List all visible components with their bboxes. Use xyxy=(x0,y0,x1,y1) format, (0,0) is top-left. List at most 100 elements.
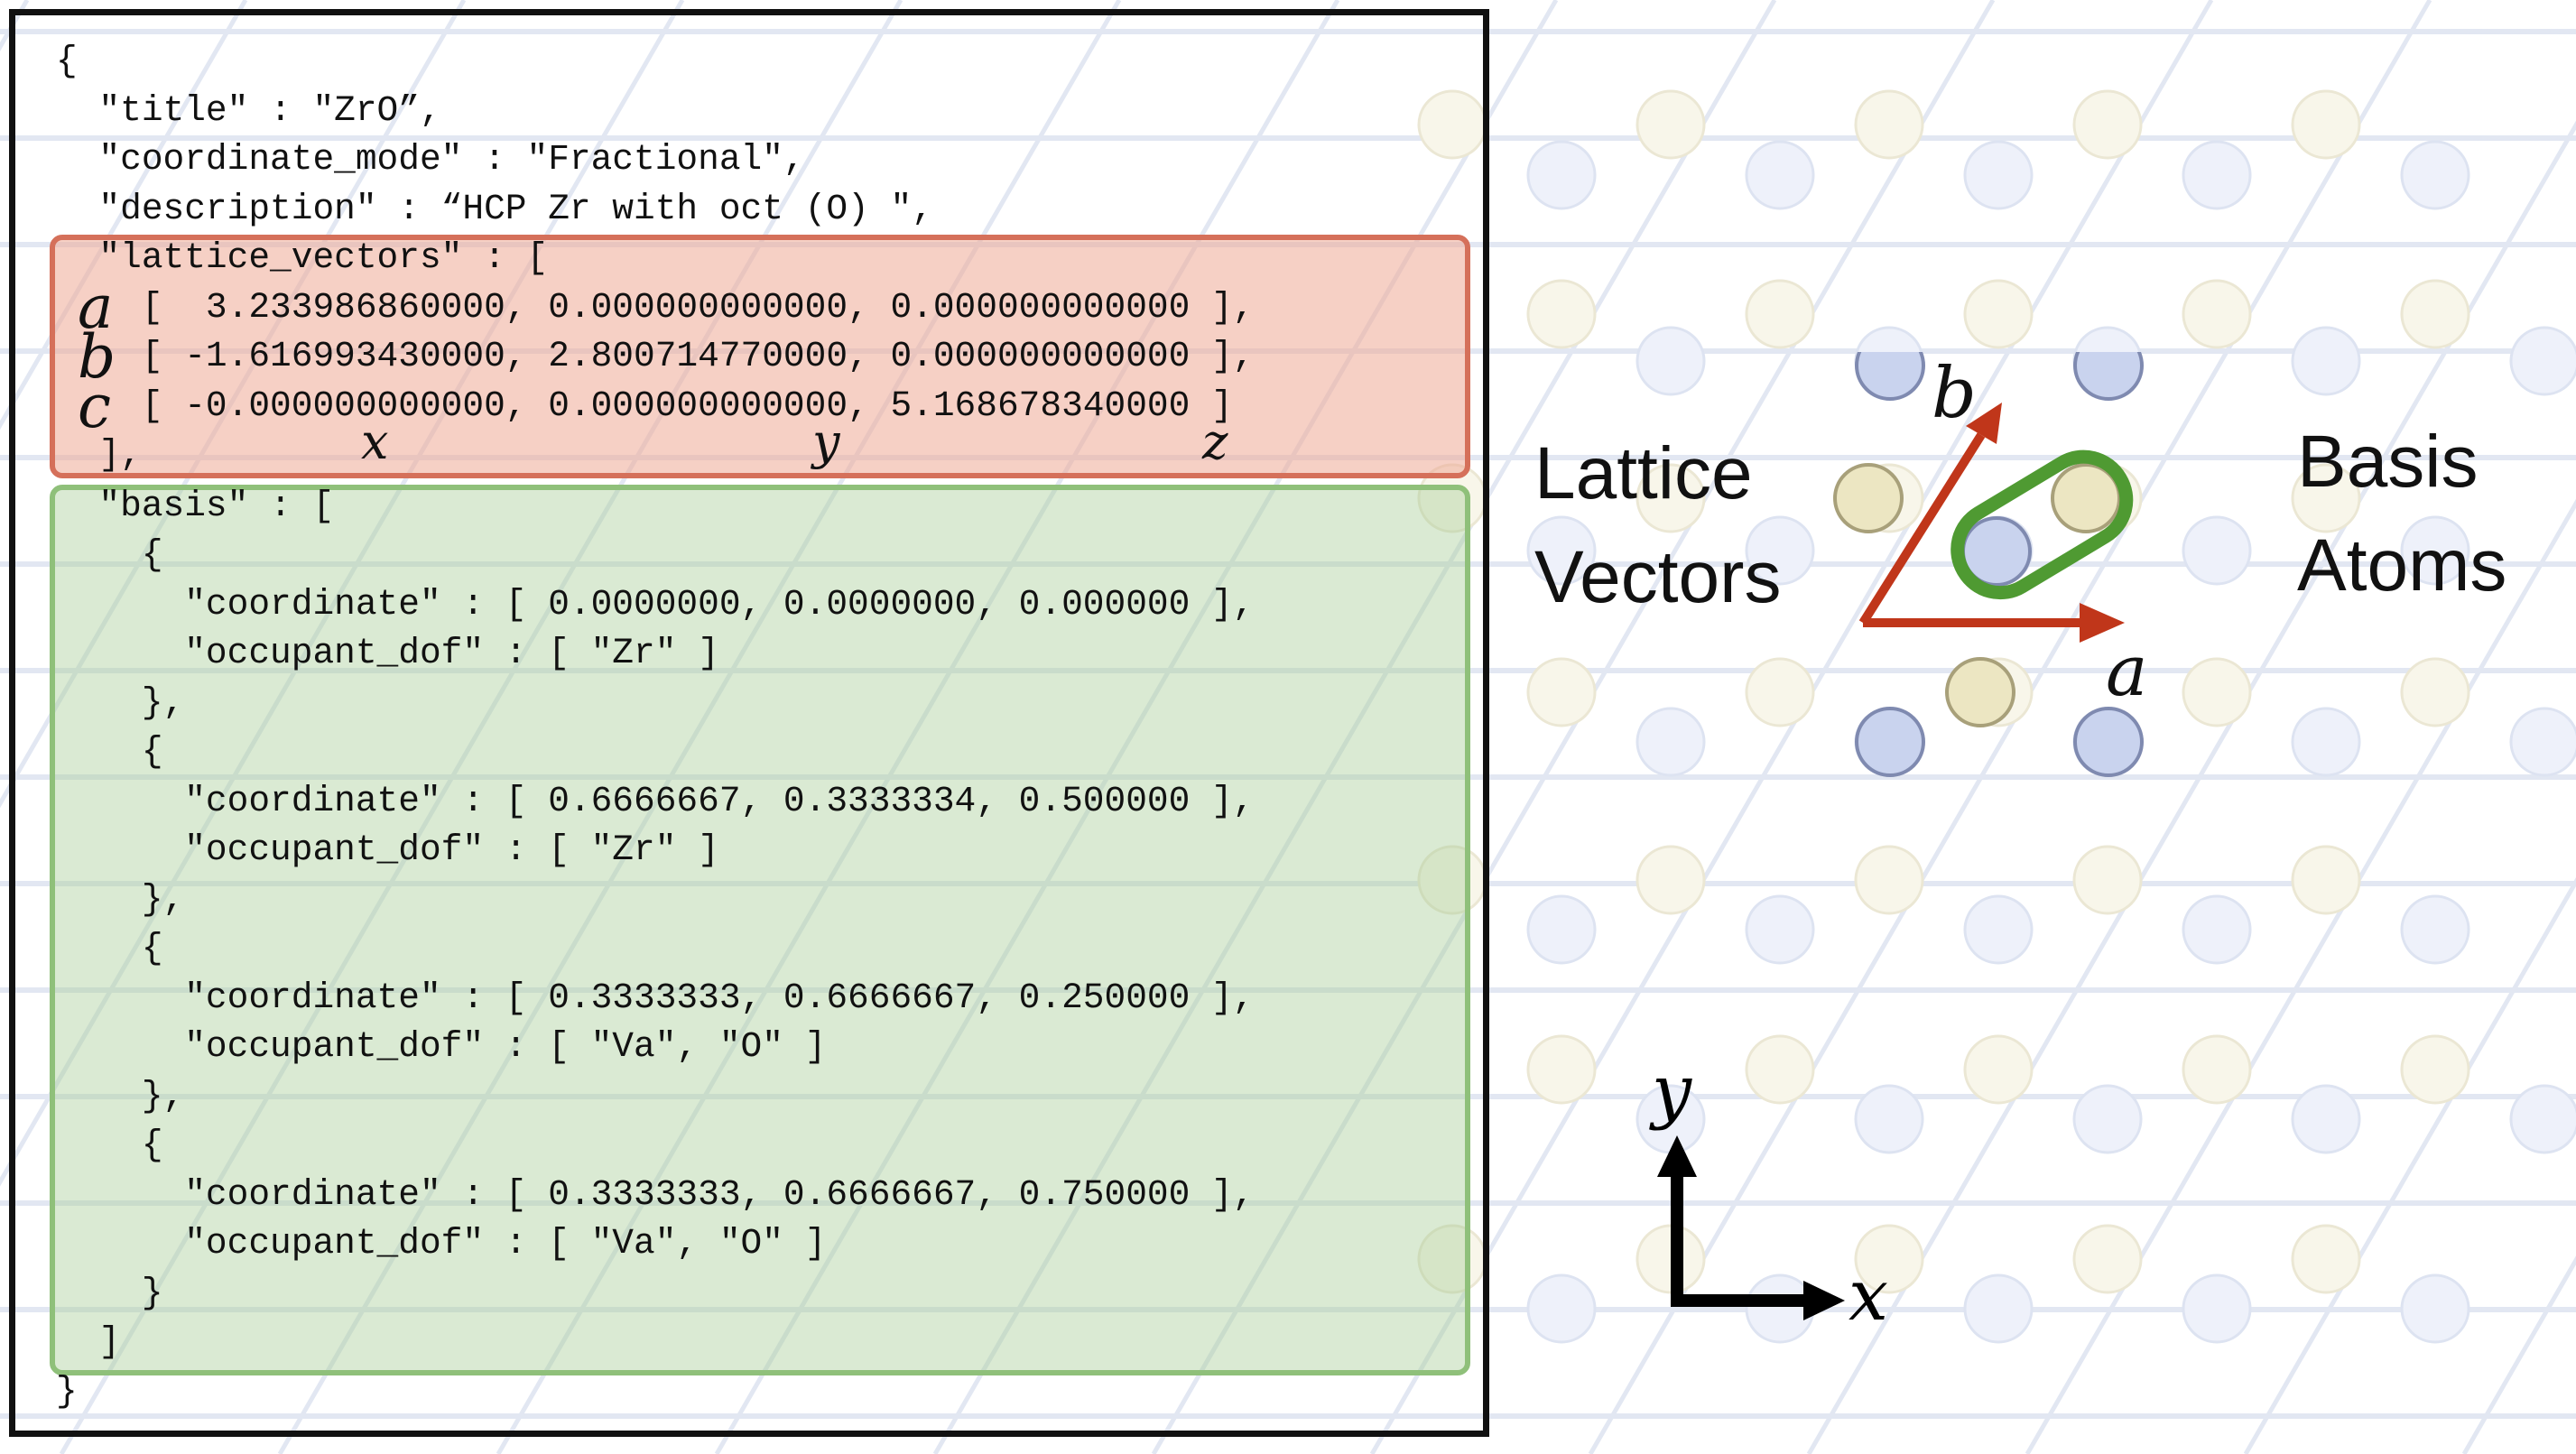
code-line: }, xyxy=(56,878,185,920)
background-atom xyxy=(1526,894,1597,965)
background-atom xyxy=(2400,1273,2470,1344)
column-x-label: x xyxy=(361,413,389,470)
basis-highlight xyxy=(50,485,1470,1375)
vector-a-label: a xyxy=(78,273,114,342)
neighbor-atom xyxy=(1855,707,1925,777)
background-atom xyxy=(2291,326,2361,396)
code-line: ] xyxy=(56,1321,121,1362)
code-line: "description" : “HCP Zr with oct (O) ", xyxy=(56,188,933,229)
background-atom xyxy=(2182,894,2252,965)
background-atom xyxy=(2400,140,2470,210)
background-atom xyxy=(1854,89,1924,160)
background-atom xyxy=(1745,657,1815,727)
unit-cell-diagram: a b xyxy=(1833,352,2148,777)
code-line: "lattice_vectors" : [ xyxy=(56,237,549,278)
background-atom xyxy=(1963,894,2034,965)
vector-b-diagram-label: b xyxy=(1932,353,1977,434)
code-line: "coordinate" : [ 0.6666667, 0.3333334, 0… xyxy=(56,780,1255,821)
vector-c-label: c xyxy=(78,372,111,441)
background-atom xyxy=(1635,707,1706,777)
background-atom xyxy=(1854,845,1924,915)
lattice-vectors-caption-line2: Vectors xyxy=(1534,535,1782,618)
column-z-label: z xyxy=(1202,413,1228,470)
background-atom xyxy=(1635,463,1706,533)
background-atom xyxy=(1854,1084,1924,1154)
background-atom xyxy=(2509,707,2576,777)
basis-highlight-outline xyxy=(1951,449,2134,600)
background-atom xyxy=(2509,326,2576,396)
background-atom xyxy=(1526,515,1597,586)
lattice-grid-line xyxy=(1806,120,2576,1454)
code-line: "coordinate" : [ 0.3333333, 0.6666667, 0… xyxy=(56,1173,1255,1215)
code-line: { xyxy=(56,1125,163,1165)
background-atom xyxy=(1745,515,1815,586)
lattice-vectors-caption: Lattice Vectors xyxy=(1534,422,1781,630)
vector-b-arrowhead xyxy=(1966,403,2002,444)
code-line: } xyxy=(56,1370,78,1412)
background-atom xyxy=(1635,845,1706,915)
neighbor-atom xyxy=(1945,657,2015,727)
code-line: [ 3.233986860000, 0.000000000000, 0.0000… xyxy=(56,286,1255,328)
lattice-grid-line xyxy=(2243,876,2576,1454)
code-line: [ -1.616993430000, 2.800714770000, 0.000… xyxy=(56,336,1255,376)
background-atom xyxy=(1745,140,1815,210)
x-axis-arrowhead xyxy=(1803,1281,1845,1320)
background-atom xyxy=(2182,140,2252,210)
background-atom xyxy=(1745,1034,1815,1105)
background-atom xyxy=(2182,657,2252,727)
code-line: { xyxy=(56,928,163,968)
basis-atoms-caption-line2: Atoms xyxy=(2297,523,2507,607)
background-atom xyxy=(1526,1273,1597,1344)
lattice-vectors-highlight xyxy=(50,235,1470,478)
background-atom xyxy=(2291,707,2361,777)
background-atom xyxy=(2509,1084,2576,1154)
background-atom xyxy=(1745,279,1815,349)
y-axis-arrowhead xyxy=(1657,1135,1697,1177)
code-line: "occupant_dof" : [ "Zr" ] xyxy=(56,829,719,870)
background-atom xyxy=(1963,1034,2034,1105)
column-y-label: y xyxy=(812,413,840,470)
neighbor-atom xyxy=(2073,707,2144,777)
background-atom xyxy=(1526,657,1597,727)
background-atom xyxy=(1526,1034,1597,1105)
background-atom xyxy=(2072,845,2143,915)
background-atom xyxy=(2182,1273,2252,1344)
vector-a-diagram-label: a xyxy=(2106,631,2148,712)
background-atom xyxy=(1526,140,1597,210)
code-line: "occupant_dof" : [ "Va", "O" ] xyxy=(56,1026,827,1067)
background-atom xyxy=(1963,140,2034,210)
background-atom xyxy=(2291,89,2361,160)
code-line: [ -0.000000000000, 0.000000000000, 5.168… xyxy=(56,384,1233,426)
lattice-grid-line xyxy=(2025,498,2576,1454)
background-atom xyxy=(2182,1034,2252,1105)
vector-a-arrowhead xyxy=(2080,603,2125,643)
code-line: "coordinate" : [ 0.3333333, 0.6666667, 0… xyxy=(56,977,1255,1018)
background-atom xyxy=(2072,89,2143,160)
code-line: "basis" : [ xyxy=(56,485,335,526)
background-atom xyxy=(2291,1084,2361,1154)
code-line: "title" : "ZrO”, xyxy=(56,89,441,131)
background-atom xyxy=(2072,1084,2143,1154)
lattice-grid-line xyxy=(932,0,1777,1454)
background-atom xyxy=(1745,894,1815,965)
lattice-grid-line xyxy=(1588,0,2432,1454)
code-line: "occupant_dof" : [ "Zr" ] xyxy=(56,633,719,673)
background-atom xyxy=(2182,279,2252,349)
neighbor-atom xyxy=(1833,463,1904,533)
background-atom xyxy=(1635,89,1706,160)
json-code-panel xyxy=(9,9,1489,1437)
y-axis-label: y xyxy=(1649,1051,1692,1132)
xy-axes: y x xyxy=(1649,1051,1888,1337)
background-atom xyxy=(2400,894,2470,965)
background-atom xyxy=(2291,1224,2361,1294)
code-line: }, xyxy=(56,1075,185,1116)
background-atom xyxy=(2291,845,2361,915)
basis-atom-yellow-a xyxy=(2051,463,2121,533)
code-line: { xyxy=(56,41,78,81)
code-line: } xyxy=(56,1272,163,1313)
background-atom xyxy=(2400,657,2470,727)
code-line: "coordinate_mode" : "Fractional", xyxy=(56,139,805,180)
background-atom xyxy=(1963,1273,2034,1344)
background-atom xyxy=(2400,1034,2470,1105)
background-atom xyxy=(1526,279,1597,349)
